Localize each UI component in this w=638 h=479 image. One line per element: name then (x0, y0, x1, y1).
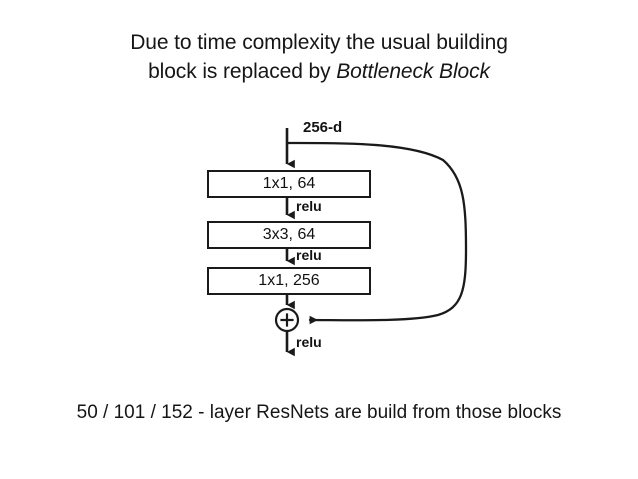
input-dimension-label: 256-d (303, 119, 343, 136)
skip-connection-shortcut (285, 141, 468, 325)
conv-block-2[interactable] (207, 221, 371, 249)
conv-block-1-label: 1x1, 64 (262, 175, 316, 192)
conv-block-3-label: 1x1, 256 (258, 272, 320, 289)
title-emphasis-bottleneck-block: Bottleneck Block (336, 60, 490, 83)
title-line-1: Due to time complexity the usual buildin… (130, 31, 508, 54)
addition-operator-circle[interactable] (274, 307, 300, 333)
conv-block-2-label: 3x3, 64 (262, 226, 316, 243)
relu-label-1: relu (296, 198, 322, 214)
conv-block-1[interactable] (207, 170, 371, 198)
title-line-2-prefix: block is replaced by (148, 60, 337, 83)
page-title: Due to time complexity the usual buildin… (0, 28, 638, 86)
slide-caption: 50 / 101 / 152 - layer ResNets are build… (76, 402, 562, 423)
title-line-2: block is replaced by Bottleneck Block (0, 57, 638, 86)
relu-label-3: relu (296, 334, 322, 350)
relu-label-2: relu (296, 247, 322, 263)
conv-block-3[interactable] (207, 267, 371, 295)
